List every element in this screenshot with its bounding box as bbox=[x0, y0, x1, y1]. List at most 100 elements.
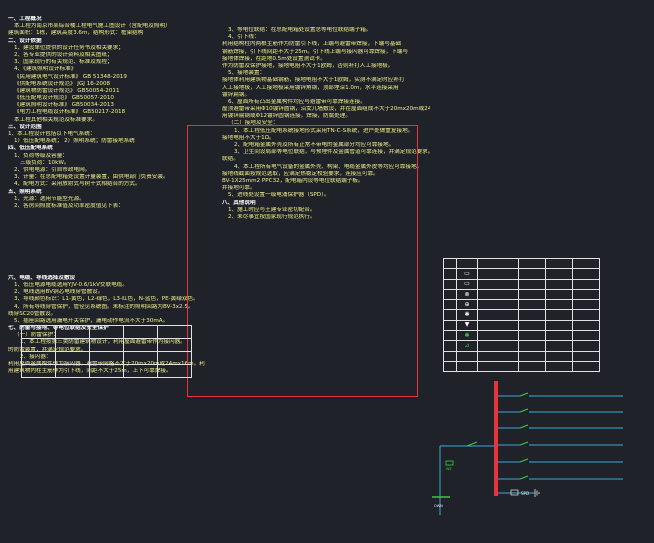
legend-cell bbox=[518, 319, 546, 332]
right-line: 2、配电箱金属外壳及所有正常不带电的金属部分均应可靠接地。 bbox=[234, 142, 395, 148]
legend-symbol-icon bbox=[456, 257, 478, 270]
legend-symbol-icon: ▭ bbox=[456, 268, 478, 280]
legend-row: ▭ bbox=[443, 278, 600, 290]
legend-cell bbox=[477, 319, 519, 332]
right-line: （二）接地及安全： bbox=[228, 120, 279, 127]
ground-label: OWN bbox=[434, 504, 443, 508]
right-line: 1、施工时应与土建专业密切配合。 bbox=[228, 206, 316, 213]
left-line: 4、所有导线穿管保护，管径见系统图。未标注的照明回路为BV-3x2.5。 bbox=[14, 303, 194, 310]
legend-cell bbox=[477, 330, 519, 342]
legend-row: ✱ bbox=[443, 330, 600, 342]
table-cell bbox=[89, 351, 124, 365]
left-line bbox=[8, 224, 208, 231]
legend-cell bbox=[443, 268, 457, 280]
left-line: 1、低压电源电缆选用YJV-0.6/1kV交联电缆。 bbox=[14, 281, 128, 288]
legend-cell bbox=[572, 309, 600, 321]
legend-cell bbox=[477, 299, 519, 311]
left-line: 四、低压配电系统 bbox=[8, 145, 53, 152]
legend-cell bbox=[545, 268, 573, 280]
right-line: 人工接地极，人工接地极采用镀锌角钢，顶部埋深1.0m，水平连接采用 bbox=[222, 84, 399, 91]
legend-cell bbox=[572, 278, 600, 290]
left-line: 2、各专业提供的设计资料及相关图纸； bbox=[14, 51, 113, 58]
table-cell bbox=[55, 351, 90, 365]
table-cell bbox=[123, 338, 158, 352]
table-row bbox=[21, 351, 192, 365]
legend-cell bbox=[443, 360, 457, 373]
legend-cell bbox=[443, 309, 457, 321]
left-line: 《建筑物防雷设计规范》 GB50054-2011 bbox=[14, 87, 120, 94]
right-line: 3、卫生间设局部等电位联结，与预埋件及金属管道可靠连接，并满足规范要求。 bbox=[234, 149, 430, 156]
left-line: 2、各房间照度标准值及功率密度值见下表： bbox=[14, 202, 124, 209]
right-line: 4、本工程所有电气设备的金属外壳、构架、电缆金属外皮等均应可靠接地。 bbox=[234, 163, 423, 170]
legend-cell bbox=[518, 278, 546, 290]
left-line: 《供配电系统设计规范》 JGJ 16-2008 bbox=[14, 80, 111, 87]
legend-symbol-icon: ⊗ bbox=[456, 288, 478, 301]
left-line: 2、电线选用BV铜芯电线穿管敷设。 bbox=[14, 289, 104, 296]
left-line: 三级负荷：10kW。 bbox=[20, 159, 70, 166]
left-line: 1、建设单位提供的设计任务书及相关要求； bbox=[14, 44, 124, 51]
table-cell bbox=[89, 325, 124, 339]
table-cell bbox=[157, 364, 192, 378]
table-cell bbox=[55, 325, 90, 339]
legend-row: ⊗ bbox=[443, 288, 600, 301]
left-line: 本工程为南京市某综合楼工程电气施工图设计（含配电及照明） bbox=[14, 23, 171, 30]
table-cell bbox=[123, 325, 158, 339]
table-cell bbox=[21, 325, 56, 339]
left-line: 《民用建筑电气设计标准》 GB 51348-2019 bbox=[14, 73, 127, 80]
right-line: 镀锌扁钢。 bbox=[222, 91, 250, 98]
right-line: 接地体利用建筑物基础钢筋，接地电阻不大于1欧姆，实测不满足时应补打 bbox=[222, 77, 405, 84]
legend-cell bbox=[518, 350, 546, 362]
legend-symbol-icon: ⊕ bbox=[456, 299, 478, 311]
distribution-system-diagram: SPD WE OWN bbox=[432, 381, 623, 515]
left-line bbox=[8, 246, 208, 253]
main-busbar bbox=[494, 381, 498, 496]
circuit-breaker-icon bbox=[519, 424, 529, 429]
left-line: 一、工程概况 bbox=[8, 16, 42, 22]
legend-symbol-icon bbox=[456, 360, 478, 373]
legend-symbol-icon: ⊿ bbox=[456, 340, 478, 352]
right-line: 利用结构柱内两根主筋作为防雷引下线，上端与避雷带焊接，下端与基础 bbox=[222, 41, 402, 48]
left-line: 3、国家现行的有关规范、标准及规程； bbox=[14, 59, 113, 66]
table-cell bbox=[157, 338, 192, 352]
right-line: 用镀锌扁钢或Φ12镀锌圆钢连接，焊接，防腐处理。 bbox=[222, 113, 351, 120]
legend-cell bbox=[545, 299, 573, 311]
legend-cell bbox=[572, 360, 600, 373]
circuit-breaker-icon bbox=[519, 441, 529, 446]
legend-cell bbox=[443, 350, 457, 362]
left-line: 3、计量：在总配电箱处设置计量装置，由供电部门负责安装。 bbox=[14, 174, 169, 181]
left-line bbox=[8, 253, 208, 260]
legend-cell bbox=[518, 257, 546, 270]
legend-symbol-icon: ✱ bbox=[456, 330, 478, 342]
legend-cell bbox=[477, 268, 519, 280]
right-line: 5、进线处设置一级电涌保护器（SPD）。 bbox=[228, 192, 330, 199]
left-line bbox=[8, 217, 208, 224]
table-cell bbox=[157, 325, 192, 339]
selection-box[interactable] bbox=[187, 125, 418, 397]
legend-cell bbox=[477, 309, 519, 321]
circuit-breaker-icon bbox=[519, 408, 529, 413]
legend-cell bbox=[518, 340, 546, 352]
legend-row bbox=[443, 257, 600, 270]
left-line bbox=[8, 232, 208, 239]
spd-symbol bbox=[510, 489, 519, 496]
legend-row: ✱ bbox=[443, 309, 600, 321]
left-line: 1）低压配电系统； 2）照明系统；防雷接地系统 bbox=[14, 138, 135, 145]
right-line: 钢筋焊接，引下线间距不大于25m。引下线上端与接闪器可靠焊接，下端与 bbox=[222, 48, 408, 55]
circuit-breaker-icon bbox=[519, 392, 529, 397]
legend-cell bbox=[572, 340, 600, 352]
left-line: 三、设计范围 bbox=[8, 123, 42, 130]
circuit-breaker-icon bbox=[519, 475, 529, 480]
legend-cell bbox=[443, 299, 457, 311]
left-line: 4、配电方式：采用放射式与树干式相结合的方式。 bbox=[14, 181, 141, 188]
left-line: 1、光源：选用节能型光源。 bbox=[14, 195, 85, 202]
right-line: 接地电阻不大于1Ω。 bbox=[222, 134, 275, 141]
legend-cell bbox=[572, 319, 600, 332]
legend-symbol-icon: ✱ bbox=[456, 309, 478, 321]
legend-cell bbox=[572, 288, 600, 301]
legend-cell bbox=[545, 257, 573, 270]
design-notes-left: 一、工程概况本工程为南京市某综合楼工程电气施工图设计（含配电及照明）建筑面积：1… bbox=[8, 16, 208, 375]
legend-cell bbox=[518, 299, 546, 311]
table-cell bbox=[21, 338, 56, 352]
left-line: 《建筑照明设计标准》 GB50034-2013 bbox=[14, 102, 114, 109]
